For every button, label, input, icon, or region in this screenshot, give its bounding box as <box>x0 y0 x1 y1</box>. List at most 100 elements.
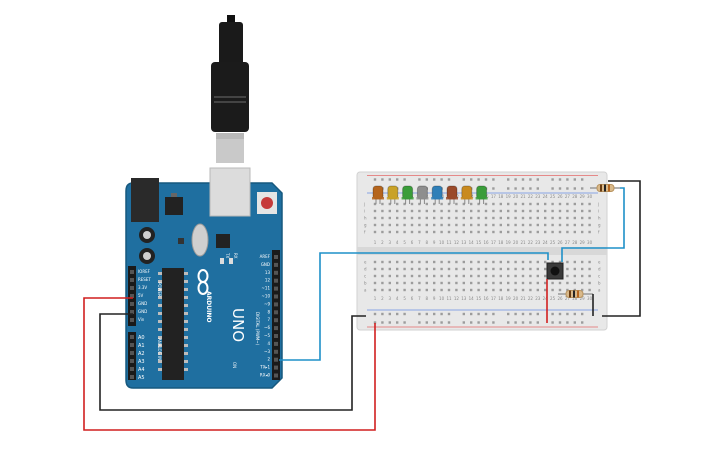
breadboard-hole[interactable] <box>566 202 569 206</box>
breadboard-hole[interactable] <box>558 230 562 234</box>
rail-hole[interactable] <box>566 321 569 324</box>
breadboard-hole[interactable] <box>470 260 473 264</box>
breadboard-hole[interactable] <box>558 209 562 213</box>
wire-black-top-rail[interactable] <box>602 180 641 317</box>
breadboard-hole[interactable] <box>492 202 495 206</box>
rail-hole[interactable] <box>507 187 510 190</box>
breadboard-hole[interactable] <box>425 281 428 285</box>
resistor-bottom[interactable] <box>558 290 593 298</box>
breadboard-hole[interactable] <box>529 209 532 213</box>
rail-hole[interactable] <box>581 312 584 316</box>
resistor-top[interactable] <box>590 184 620 192</box>
breadboard-hole[interactable] <box>447 202 451 206</box>
breadboard-hole[interactable] <box>484 274 488 278</box>
breadboard-hole[interactable] <box>551 223 554 227</box>
breadboard-hole[interactable] <box>566 274 569 278</box>
breadboard-hole[interactable] <box>514 267 517 271</box>
breadboard-hole[interactable] <box>573 216 576 220</box>
breadboard-hole[interactable] <box>388 267 391 271</box>
breadboard-hole[interactable] <box>551 216 554 220</box>
push-button[interactable] <box>546 262 564 280</box>
breadboard-hole[interactable] <box>551 209 554 213</box>
breadboard-hole[interactable] <box>566 260 569 264</box>
rail-hole[interactable] <box>396 312 399 316</box>
breadboard-hole[interactable] <box>566 267 569 271</box>
breadboard-hole[interactable] <box>381 281 384 285</box>
breadboard-hole[interactable] <box>462 281 465 285</box>
breadboard-hole[interactable] <box>588 260 591 264</box>
breadboard-hole[interactable] <box>484 209 488 213</box>
rail-hole[interactable] <box>381 178 384 181</box>
breadboard-hole[interactable] <box>447 267 451 271</box>
rail-hole[interactable] <box>373 321 377 324</box>
breadboard-hole[interactable] <box>536 274 539 278</box>
breadboard-hole[interactable] <box>499 202 502 206</box>
rail-hole[interactable] <box>462 312 465 316</box>
breadboard-hole[interactable] <box>455 223 458 227</box>
rail-hole[interactable] <box>581 187 584 190</box>
breadboard-hole[interactable] <box>462 288 465 292</box>
rail-hole[interactable] <box>447 321 451 324</box>
breadboard-hole[interactable] <box>551 230 554 234</box>
digital-pin[interactable] <box>274 334 278 338</box>
breadboard-hole[interactable] <box>573 209 576 213</box>
breadboard-hole[interactable] <box>403 223 406 227</box>
rail-hole[interactable] <box>514 321 517 324</box>
rail-hole[interactable] <box>388 312 391 316</box>
breadboard-hole[interactable] <box>410 223 414 227</box>
rail-hole[interactable] <box>418 312 421 316</box>
led[interactable] <box>475 185 488 204</box>
breadboard-hole[interactable] <box>529 223 532 227</box>
breadboard-hole[interactable] <box>581 267 584 271</box>
rail-hole[interactable] <box>477 321 480 324</box>
rail-hole[interactable] <box>573 187 576 190</box>
rail-hole[interactable] <box>477 312 480 316</box>
breadboard-hole[interactable] <box>477 267 480 271</box>
rail-hole[interactable] <box>396 178 399 181</box>
breadboard-hole[interactable] <box>447 223 451 227</box>
led[interactable] <box>460 185 473 204</box>
breadboard-hole[interactable] <box>455 209 458 213</box>
reset-button[interactable] <box>261 197 273 209</box>
breadboard-hole[interactable] <box>425 216 428 220</box>
rail-hole[interactable] <box>529 312 532 316</box>
breadboard-hole[interactable] <box>507 230 510 234</box>
rail-hole[interactable] <box>507 178 510 181</box>
breadboard-hole[interactable] <box>521 260 525 264</box>
breadboard-hole[interactable] <box>573 267 576 271</box>
breadboard-hole[interactable] <box>403 230 406 234</box>
rail-hole[interactable] <box>514 187 517 190</box>
breadboard-hole[interactable] <box>410 209 414 213</box>
breadboard-hole[interactable] <box>514 216 517 220</box>
breadboard-hole[interactable] <box>521 202 525 206</box>
rail-hole[interactable] <box>425 312 428 316</box>
breadboard-hole[interactable] <box>425 209 428 213</box>
breadboard-hole[interactable] <box>396 281 399 285</box>
breadboard-hole[interactable] <box>418 274 421 278</box>
breadboard-hole[interactable] <box>418 288 421 292</box>
breadboard-hole[interactable] <box>373 274 377 278</box>
breadboard-hole[interactable] <box>484 267 488 271</box>
breadboard-hole[interactable] <box>529 281 532 285</box>
breadboard-hole[interactable] <box>492 230 495 234</box>
breadboard-hole[interactable] <box>373 209 377 213</box>
breadboard-hole[interactable] <box>499 274 502 278</box>
breadboard-hole[interactable] <box>381 216 384 220</box>
rail-hole[interactable] <box>418 321 421 324</box>
rail-hole[interactable] <box>388 321 391 324</box>
led[interactable] <box>446 185 458 204</box>
digital-pin[interactable] <box>274 262 278 267</box>
digital-pin[interactable] <box>274 373 278 378</box>
breadboard-hole[interactable] <box>521 281 525 285</box>
rail-hole[interactable] <box>558 321 562 324</box>
rail-hole[interactable] <box>462 178 465 181</box>
breadboard-hole[interactable] <box>440 209 443 213</box>
digital-pin[interactable] <box>274 365 278 370</box>
rail-hole[interactable] <box>484 312 488 316</box>
breadboard-hole[interactable] <box>573 274 576 278</box>
breadboard-hole[interactable] <box>529 267 532 271</box>
breadboard-hole[interactable] <box>588 223 591 227</box>
power-pin[interactable] <box>130 302 134 306</box>
breadboard-hole[interactable] <box>477 202 480 206</box>
breadboard-hole[interactable] <box>581 281 584 285</box>
